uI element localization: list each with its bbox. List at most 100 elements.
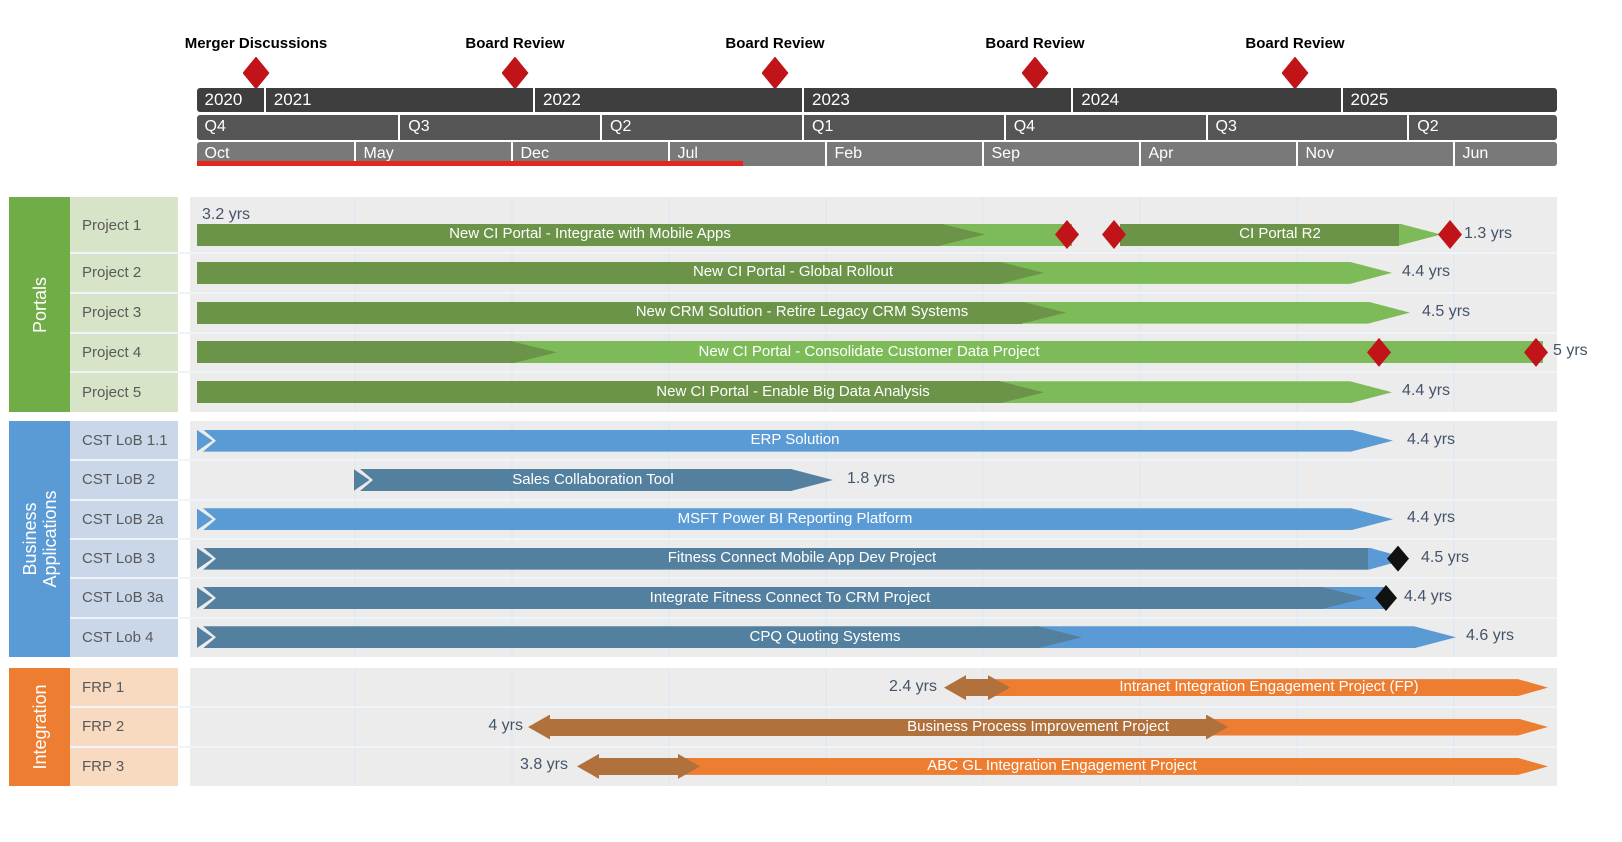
task-bar-label: ERP Solution	[750, 431, 840, 449]
task-bar[interactable]	[995, 381, 1392, 403]
task-bar[interactable]	[1120, 223, 1399, 246]
duration-label: 2.4 yrs	[888, 677, 937, 695]
task-bar[interactable]	[203, 626, 1038, 649]
task-bar-label: Integrate Fitness Connect To CRM Project	[649, 588, 931, 606]
quarters-segment: Q4	[1003, 114, 1206, 140]
task-bar-label: New CI Portal - Global Rollout	[692, 263, 894, 281]
years-segment: 2024	[1071, 88, 1340, 112]
row-separator	[70, 371, 1557, 374]
duration-label: 4.5 yrs	[1421, 548, 1470, 566]
task-bar[interactable]	[360, 469, 833, 491]
section-band-portals: Portals	[9, 197, 70, 412]
row-separator	[70, 291, 1557, 294]
row-label: CST LoB 2a	[82, 510, 164, 528]
milestone-label: Board Review	[1245, 35, 1345, 52]
row-separator	[70, 706, 1557, 709]
duration-label: 3.2 yrs	[202, 206, 251, 223]
task-bar[interactable]	[196, 301, 1022, 324]
task-bar-label: New CI Portal - Consolidate Customer Dat…	[698, 342, 1040, 360]
milestone-diamond[interactable]	[1021, 56, 1049, 90]
row-separator	[70, 252, 1557, 254]
duration-label: 4.4 yrs	[1407, 509, 1456, 527]
section-title: Business Applications	[19, 490, 60, 588]
task-bar[interactable]	[544, 718, 1208, 736]
task-bar[interactable]	[196, 341, 512, 364]
months-segment: Sep	[981, 141, 1139, 166]
task-bar[interactable]	[1020, 302, 1410, 324]
months-segment: May	[353, 141, 511, 166]
section-band-integration: Integration	[9, 668, 70, 786]
duration-label: 4 yrs	[488, 717, 523, 734]
gridline	[1452, 197, 1455, 412]
task-bar[interactable]	[203, 587, 1322, 609]
task-bar[interactable]	[680, 758, 1548, 775]
months-segment: Jun	[1452, 141, 1558, 166]
milestone-diamond[interactable]	[1281, 56, 1309, 90]
milestone-diamond[interactable]	[501, 56, 529, 90]
quarters-segment: Q1	[802, 114, 1004, 140]
task-bar[interactable]	[995, 262, 1392, 284]
quarters-segment: Q3	[1205, 114, 1408, 140]
years-segment: 2022	[533, 88, 802, 112]
section-band-business-applications: Business Applications	[9, 421, 70, 657]
elapsed-time-indicator	[196, 160, 743, 166]
years-segment: 2021	[263, 88, 533, 112]
task-bar[interactable]	[990, 679, 1548, 696]
quarters-segment: Q4	[204, 118, 226, 135]
task-bar[interactable]	[203, 508, 1393, 530]
row-label: Project 2	[82, 264, 142, 282]
row-label: Project 1	[82, 216, 142, 234]
duration-label: 4.4 yrs	[1407, 430, 1456, 448]
milestone-label: Board Review	[985, 35, 1085, 52]
task-bar[interactable]	[196, 223, 940, 246]
duration-label: 1.8 yrs	[847, 470, 896, 487]
task-bar[interactable]	[203, 547, 1368, 570]
duration-label: 4.4 yrs	[1402, 262, 1451, 280]
milestone-label: Board Review	[465, 35, 565, 52]
row-label: Project 3	[82, 304, 142, 322]
row-separator	[70, 331, 1557, 334]
task-bar[interactable]	[960, 679, 992, 697]
row-label: CST LoB 2	[82, 471, 156, 489]
task-bar[interactable]	[510, 341, 1543, 364]
milestone-diamond[interactable]	[1387, 545, 1409, 572]
task-bar[interactable]	[592, 757, 680, 775]
task-bar-label: Fitness Connect Mobile App Dev Project	[667, 549, 937, 567]
row-label: CST LoB 1.1	[82, 432, 168, 450]
milestone-diamond[interactable]	[242, 56, 270, 90]
milestone-label: Board Review	[725, 35, 825, 52]
task-bar[interactable]	[196, 381, 1000, 404]
row-label: CST LoB 3a	[82, 589, 164, 607]
task-bar-label: ABC GL Integration Engagement Project	[927, 756, 1197, 774]
section-label-column	[70, 668, 178, 786]
task-bar[interactable]	[196, 261, 1000, 284]
months-segment: Oct	[204, 144, 230, 162]
gridline	[353, 668, 356, 786]
milestone-diamond[interactable]	[761, 56, 789, 90]
duration-label: 4.4 yrs	[1404, 588, 1453, 605]
task-bar-label: MSFT Power BI Reporting Platform	[677, 509, 913, 527]
task-bar-label: CPQ Quoting Systems	[749, 627, 901, 645]
task-bar[interactable]	[1036, 626, 1456, 648]
years-segment: 2023	[802, 88, 1071, 112]
quarters-segment: Q3	[398, 114, 600, 140]
task-bar[interactable]	[1180, 719, 1548, 736]
row-separator	[70, 577, 1557, 580]
row-separator	[70, 616, 1557, 619]
months-segment: Feb	[824, 141, 982, 166]
task-bar-label: Sales Collaboration Tool	[512, 470, 674, 488]
duration-label: 3.8 yrs	[519, 756, 568, 774]
row-label: CST Lob 4	[82, 628, 154, 646]
row-separator	[70, 459, 1557, 462]
task-bar[interactable]	[203, 430, 1393, 452]
milestone-diamond[interactable]	[1375, 585, 1397, 611]
years-segment: 2025	[1340, 88, 1558, 112]
section-title: Integration	[29, 684, 50, 770]
row-label: FRP 3	[82, 757, 125, 775]
task-bar-label: Business Process Improvement Project	[907, 717, 1169, 735]
row-label: FRP 2	[82, 718, 125, 736]
duration-label: 5 yrs	[1553, 342, 1588, 360]
